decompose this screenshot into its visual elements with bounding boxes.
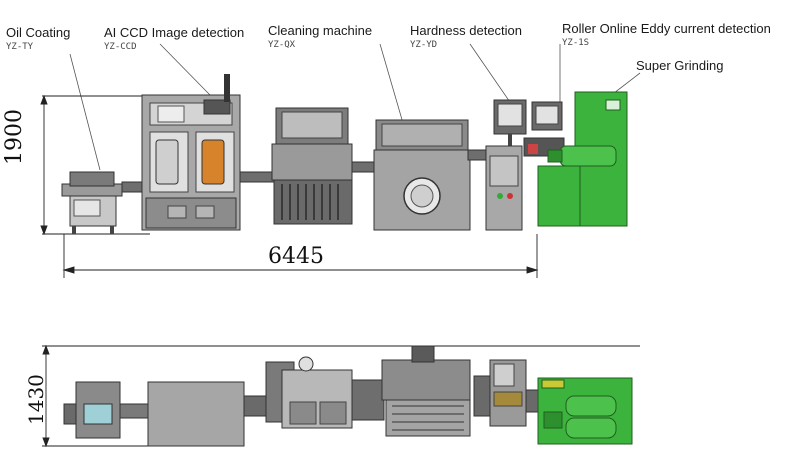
label-oil-coating: Oil Coating [6,25,71,40]
label-eddy-current: Roller Online Eddy current detection [562,21,771,36]
code-hardness-detection: YZ-YD [410,40,438,50]
code-oil-coating: YZ-TY [6,42,34,52]
label-ccd-detection: AI CCD Image detection [104,25,245,40]
dimension-height-top: 1430 [24,374,48,425]
label-cleaning-machine: Cleaning machine [268,23,373,38]
code-cleaning-machine: YZ-QX [268,40,296,50]
cleaning-machine [271,107,353,225]
oil-coating-unit [61,171,123,234]
dimension-length: 6445 [268,244,324,269]
top-view-wash [381,345,471,437]
top-view-grinding [525,377,633,445]
top-view-cleaning [265,356,385,429]
top-view-oil-coating [63,381,149,439]
label-super-grinding: Super Grinding [636,58,724,73]
dimension-height-side: 1900 [2,109,27,165]
wash-unit [373,119,471,231]
eddy-current-unit [523,101,565,157]
top-view-ccd [147,381,269,447]
conveyor [351,161,377,173]
conveyor [239,171,277,183]
hardness-detection-unit [485,99,527,231]
label-hardness-detection: Hardness detection [410,23,523,38]
top-view-hardness [473,359,527,427]
code-ccd-detection: YZ-CCD [104,42,137,52]
ccd-cabinet [141,74,241,231]
code-eddy-current: YZ-1S [562,38,590,48]
dimension-lines [40,94,640,448]
conveyor [467,149,489,161]
leader-lines [69,43,641,171]
super-grinding-unit [537,91,628,227]
